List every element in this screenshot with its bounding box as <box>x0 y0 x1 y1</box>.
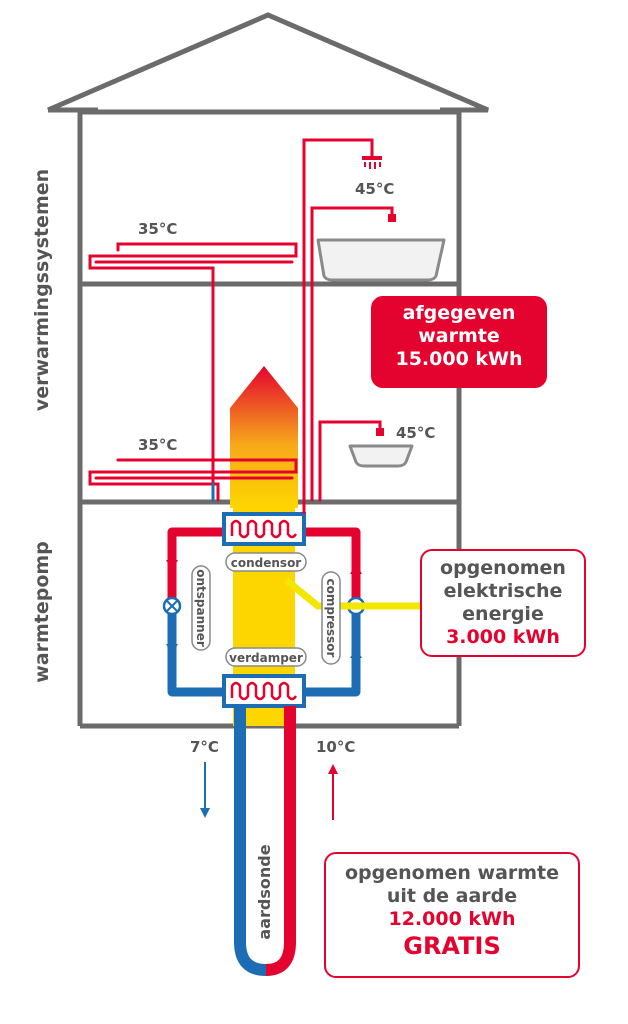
shower-icon <box>362 156 382 169</box>
ground-heat-line1: opgenomen warmte <box>344 862 560 884</box>
ground-probe-label: aardsonde <box>255 844 274 939</box>
electric-energy-line3: energie <box>462 603 544 625</box>
temp-in: 10°C <box>316 738 355 756</box>
heat-arrow <box>230 366 298 508</box>
verdamper-exchanger <box>222 674 306 708</box>
side-label-heating-systems: verwarmingssystemen <box>31 169 53 411</box>
ground-heat-value: 12.000 kWh <box>388 908 516 930</box>
inflow-arrow-icon <box>328 764 338 820</box>
floor-heating-upper <box>88 242 298 502</box>
condensor-exchanger <box>222 500 306 546</box>
ground-heat-free: GRATIS <box>403 932 501 960</box>
temp-out: 7°C <box>190 738 219 756</box>
hot-water-pipes <box>302 138 394 502</box>
ground-heat-box: opgenomen warmte uit de aarde 12.000 kWh… <box>324 852 580 978</box>
ontspanner-pill <box>191 565 211 651</box>
sink-icon <box>348 444 414 468</box>
temp-floor-lower: 35°C <box>138 436 177 454</box>
floor-heating-lower <box>88 458 298 502</box>
compressor-label: compressor <box>324 579 338 658</box>
electric-energy-line1: opgenomen <box>440 557 566 579</box>
verdamper-pill <box>225 647 307 667</box>
temp-sink: 45°C <box>396 424 435 442</box>
ontspanner-label: ontspanner <box>194 569 208 647</box>
electric-energy-line2: elektrische <box>443 580 563 602</box>
temp-floor-upper: 35°C <box>138 220 177 238</box>
bathtub-icon <box>316 238 446 282</box>
temp-shower: 45°C <box>355 180 394 198</box>
side-label-heat-pump: warmtepomp <box>31 541 53 683</box>
released-heat-line1: afgegeven <box>402 302 516 324</box>
refrigerant-circuit <box>167 527 361 697</box>
compressor-pill <box>321 571 341 665</box>
verdamper-label: verdamper <box>229 651 303 665</box>
outflow-arrow-icon <box>200 762 210 818</box>
released-heat-value: 15.000 kWh <box>395 348 523 370</box>
condensor-label: condensor <box>231 556 302 570</box>
electric-energy-value: 3.000 kWh <box>446 626 560 648</box>
expansion-valve-icon <box>162 596 182 616</box>
electric-energy-box: opgenomen elektrische energie 3.000 kWh <box>420 549 586 657</box>
tap-lower-icon <box>376 428 384 436</box>
ground-probe-hot <box>265 706 296 976</box>
ground-probe-cold <box>234 706 267 976</box>
circuit-arrows <box>166 560 362 658</box>
electric-supply-line <box>283 577 420 610</box>
tap-upper-icon <box>388 214 396 222</box>
released-heat-box: afgegeven warmte 15.000 kWh <box>371 296 547 388</box>
released-heat-line2: warmte <box>418 325 500 347</box>
ground-heat-line2: uit de aarde <box>386 885 518 907</box>
condensor-pill <box>225 552 307 572</box>
